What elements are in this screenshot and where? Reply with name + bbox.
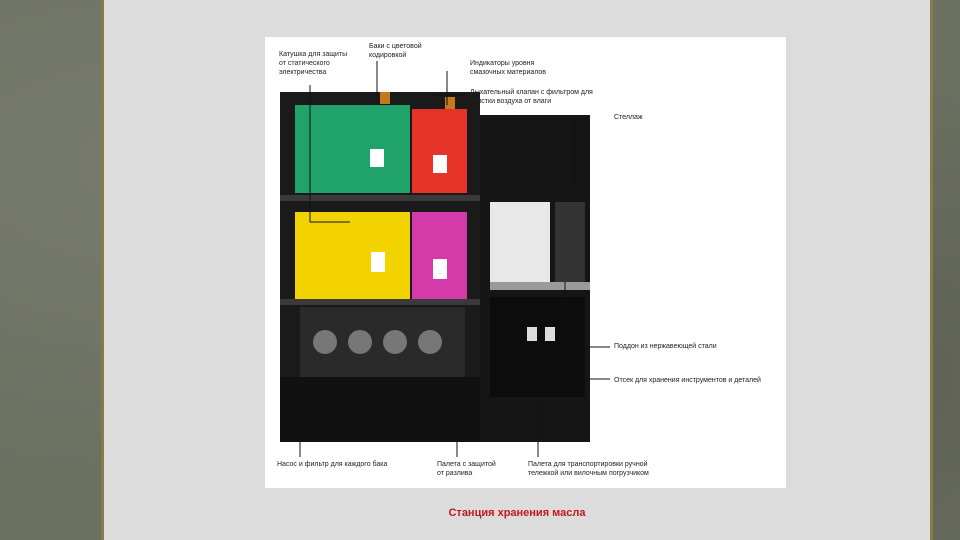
label-static-coil: Катушка для защиты от статического элект… <box>279 51 348 76</box>
yellow-tank-tag <box>371 252 385 272</box>
green-tank-tag <box>370 149 384 167</box>
pump-2 <box>348 330 372 354</box>
green-tank-cap <box>380 92 390 104</box>
red-tank-cap <box>445 97 455 109</box>
pump-1 <box>313 330 337 354</box>
label-transport-pallet: Палета для транспортировки ручной тележк… <box>528 461 649 477</box>
label-pump-filter: Насос и фильтр для каждого бака <box>277 461 388 468</box>
label-breather-valve: Дыхательный клапан с фильтром для очистк… <box>470 89 593 105</box>
label-stainless-tray: Поддон из нержавеющей стали <box>614 343 717 350</box>
stainless-tray <box>490 282 590 290</box>
left-pallet <box>280 377 480 442</box>
label-tool-compartment: Отсек для хранения инструментов и детале… <box>614 377 761 384</box>
tool-rack-side <box>555 202 585 282</box>
label-rack: Стеллаж <box>614 114 643 121</box>
label-level-indicators: Индикаторы уровня смазочных материалов <box>470 60 547 76</box>
magenta-tank-tag <box>433 259 447 279</box>
upper-shelf <box>280 195 480 201</box>
magenta-tank <box>412 212 467 302</box>
pump-3 <box>383 330 407 354</box>
equipment-figure: Катушка для защиты от статического элект… <box>265 37 786 488</box>
yellow-tank <box>295 212 410 302</box>
lower-shelf <box>280 299 480 305</box>
label-color-tanks: Баки с цветовой кодировкой <box>369 43 422 59</box>
oil-station-illustration <box>280 61 610 457</box>
label-spill-pallet: Палета с защитой от разлива <box>437 461 496 477</box>
red-tank-tag <box>433 155 447 173</box>
red-tank <box>412 109 467 193</box>
pump-4 <box>418 330 442 354</box>
dispensing-panel <box>490 202 550 282</box>
callout-lines <box>299 61 610 457</box>
compartment-lock-1 <box>527 327 537 341</box>
slide-caption: Станция хранения масла <box>448 507 586 519</box>
compartment-lock-2 <box>545 327 555 341</box>
green-tank <box>295 105 410 193</box>
